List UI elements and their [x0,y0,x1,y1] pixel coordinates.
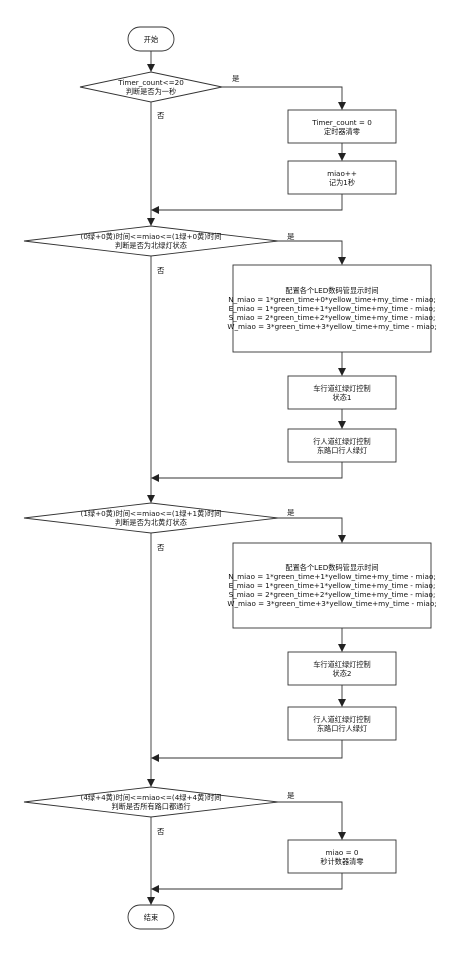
process-9-shape [287,839,397,874]
process-3-line-3: E_miao = 1*green_time+1*yellow_time+my_t… [228,304,436,313]
process-8-line-2: 东路口行人绿灯 [316,723,368,733]
process-9-line-1: miao = 0 [325,847,359,857]
process-4-line-1: 车行道红绿灯控制 [313,383,371,393]
process-3-line-2: N_miao = 1*green_time+0*yellow_time+my_t… [228,295,436,304]
edge-p2-merge [151,194,343,214]
process-5-line-2: 东路口行人绿灯 [316,445,368,455]
process-5-line-1: 行人道红绿灯控制 [313,436,371,446]
process-7: 车行道红绿灯控制 状态2 [288,652,396,685]
decision-2-line-1: (0绿+0黄)时间<=miao<=(1绿+0黄)时间 [80,232,222,241]
decision-1: Timer_count<=20 判断是否为一秒 [80,72,222,102]
process-1-line-1: Timer_count = 0 [312,117,372,127]
process-2-line-2: 记为1秒 [328,177,356,187]
decision-1-line-2: 判断是否为一秒 [125,87,177,96]
d2-no-label: 否 [157,266,165,275]
d1-no-label: 否 [157,111,165,120]
edge-p8-merge [151,740,343,762]
process-9: miao = 0 秒计数器清零 [288,840,396,873]
edge-p9-merge [151,873,343,893]
end-terminal: 结束 [128,905,174,929]
process-2-line-1: miao++ [327,168,357,178]
d3-yes-label: 是 [287,508,295,517]
process-1: Timer_count = 0 定时器清零 [288,110,396,143]
process-6-line-1: 配置各个LED数码管显示时间 [285,563,379,572]
process-5-shape [287,428,397,463]
process-3-line-5: W_miao = 3*green_time+3*yellow_time+my_t… [227,322,437,331]
decision-1-line-1: Timer_count<=20 [118,78,184,87]
process-6-line-3: E_miao = 1*green_time+1*yellow_time+my_t… [228,581,436,590]
process-5: 行人道红绿灯控制 东路口行人绿灯 [288,429,396,462]
process-3: 配置各个LED数码管显示时间 N_miao = 1*green_time+0*y… [227,265,436,352]
process-6: 配置各个LED数码管显示时间 N_miao = 1*green_time+1*y… [227,543,436,628]
d1-yes-label: 是 [232,74,240,83]
process-9-line-2: 秒计数器清零 [320,856,364,866]
process-3-shape [232,264,432,353]
d3-no-label: 否 [157,543,165,552]
end-terminal-shape [127,904,175,930]
process-6-line-4: S_miao = 2*green_time+2*yellow_time+my_t… [228,590,436,599]
end-label: 结束 [143,912,159,922]
process-3-line-1: 配置各个LED数码管显示时间 [285,286,379,295]
process-8-shape [287,706,397,741]
process-4-shape [287,375,397,410]
process-2-shape [287,160,397,195]
decision-2: (0绿+0黄)时间<=miao<=(1绿+0黄)时间 判断是否为北绿灯状态 [24,226,278,256]
process-3-line-4: S_miao = 2*green_time+2*yellow_time+my_t… [228,313,436,322]
process-4: 车行道红绿灯控制 状态1 [288,376,396,409]
process-7-line-2: 状态2 [332,668,352,678]
edge-d3-yes [278,517,346,543]
decision-4: (4绿+4黄)时间<=miao<=(4绿+4黄)时间 判断是否所有路口都通行 [24,787,278,817]
process-1-line-2: 定时器清零 [324,126,360,136]
process-1-shape [287,109,397,144]
d4-yes-label: 是 [287,791,295,800]
process-6-line-2: N_miao = 1*green_time+1*yellow_time+my_t… [228,572,436,581]
process-8: 行人道红绿灯控制 东路口行人绿灯 [288,707,396,740]
d4-no-label: 否 [157,827,165,836]
process-2: miao++ 记为1秒 [288,161,396,194]
decision-4-line-1: (4绿+4黄)时间<=miao<=(4绿+4黄)时间 [80,793,222,802]
edge-d1-yes [222,86,346,110]
decision-3-line-1: (1绿+0黄)时间<=miao<=(1绿+1黄)时间 [80,509,222,518]
start-terminal: 开始 [128,27,174,51]
start-label: 开始 [143,34,159,44]
process-6-line-5: W_miao = 3*green_time+3*yellow_time+my_t… [227,599,437,608]
process-7-line-1: 车行道红绿灯控制 [313,659,371,669]
process-8-line-1: 行人道红绿灯控制 [313,714,371,724]
process-4-line-2: 状态1 [332,392,352,402]
d2-yes-label: 是 [287,232,295,241]
decision-4-line-2: 判断是否所有路口都通行 [111,802,191,811]
edge-p5-merge [151,462,343,482]
process-6-shape [232,542,432,629]
edge-d2-yes [278,240,346,265]
edge-d4-yes [278,801,346,840]
decision-3-line-2: 判断是否为北黄灯状态 [115,518,187,527]
decision-3: (1绿+0黄)时间<=miao<=(1绿+1黄)时间 判断是否为北黄灯状态 [24,503,278,533]
decision-2-line-2: 判断是否为北绿灯状态 [115,241,187,250]
